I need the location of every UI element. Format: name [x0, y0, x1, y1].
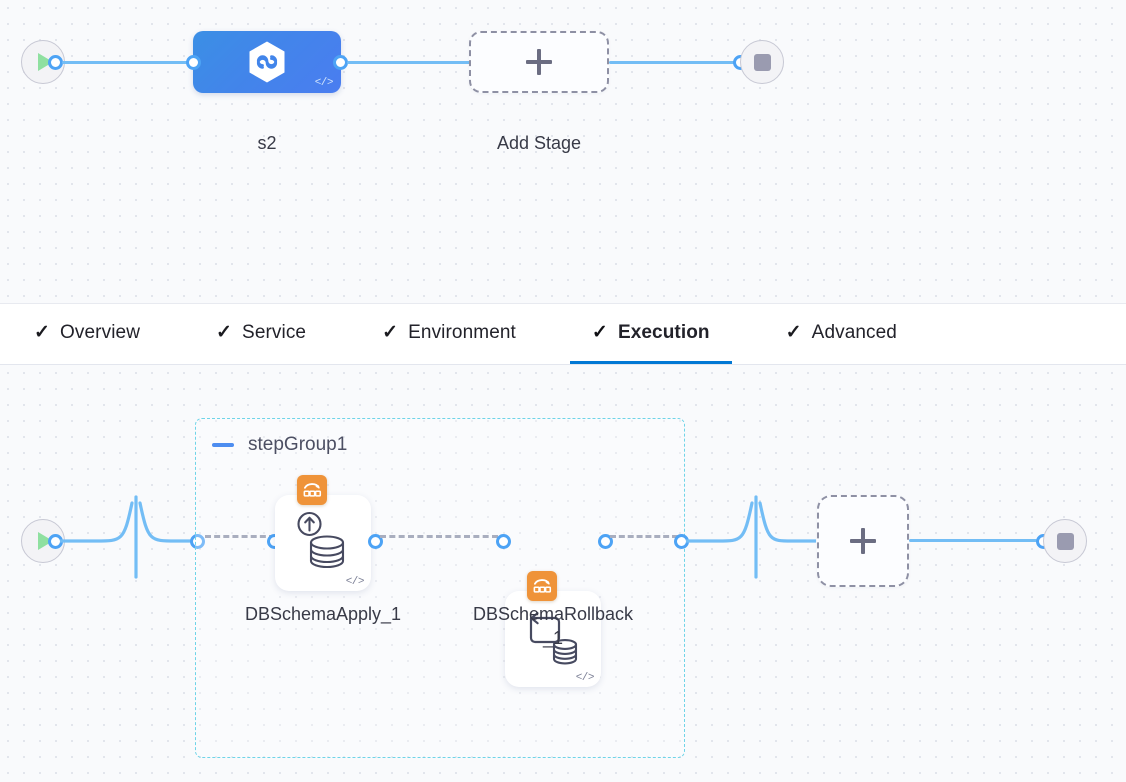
check-icon: ✓ [216, 322, 233, 343]
tab-execution-label: Execution [617, 321, 710, 343]
failure-strategy-icon[interactable] [527, 571, 557, 601]
stage-code-badge[interactable]: </> [314, 77, 334, 89]
stage-right-port[interactable] [333, 55, 348, 70]
plus-icon [526, 49, 552, 75]
execution-end-node[interactable] [1043, 519, 1087, 563]
database-rollback-icon [505, 605, 601, 671]
tab-advanced[interactable]: ✓ Advanced [764, 304, 919, 364]
stage-start-connector-dot[interactable] [48, 55, 63, 70]
group-link-step2-to-exit [610, 535, 678, 538]
stage-end-node[interactable] [740, 40, 784, 84]
step-group-header[interactable]: stepGroup1 [212, 434, 347, 456]
check-icon: ✓ [34, 322, 51, 343]
stop-icon [753, 53, 771, 71]
group-link-entry-to-step1 [205, 535, 275, 538]
step-group-title: stepGroup1 [248, 434, 348, 455]
database-upload-icon [275, 509, 371, 575]
tab-overview-label: Overview [60, 321, 141, 343]
stage-node-label-s2: s2 [257, 133, 277, 153]
execution-link-group-to-addstep [686, 493, 816, 585]
check-icon: ✓ [785, 322, 802, 343]
tab-overview[interactable]: ✓ Overview [12, 304, 162, 364]
check-icon: ✓ [382, 322, 399, 343]
execution-group-entry-dot[interactable] [190, 534, 205, 549]
tab-environment[interactable]: ✓ Environment [360, 304, 538, 364]
step-node-DBSchemaApply_1[interactable]: </> [275, 475, 371, 591]
group-link-step1-to-step2 [380, 535, 498, 538]
stage-link-start-to-s2 [62, 61, 202, 64]
step1-code-badge[interactable]: </> [345, 576, 365, 588]
tab-execution[interactable]: ✓ Execution [569, 304, 732, 364]
step2-right-port[interactable] [598, 534, 613, 549]
execution-graph-canvas[interactable]: stepGroup1 [0, 365, 1126, 782]
stop-icon [1056, 532, 1074, 550]
step-label-DBSchemaRollback_1: DBSchemaRollback_1 [472, 604, 634, 648]
tab-advanced-label: Advanced [811, 321, 897, 343]
step-group-stepGroup1[interactable] [195, 418, 685, 758]
stage-config-tabs[interactable]: ✓ Overview ✓ Service ✓ Environment ✓ Exe… [0, 304, 1126, 365]
stage-link-add-to-end [609, 61, 744, 64]
plus-icon [850, 528, 876, 554]
stage-node-s2[interactable]: </> [193, 31, 341, 93]
step2-left-port[interactable] [496, 534, 511, 549]
step2-code-badge[interactable]: </> [575, 672, 595, 684]
minus-icon[interactable] [212, 443, 234, 447]
tab-environment-label: Environment [408, 321, 516, 343]
harness-cd-hexagon-icon [247, 40, 287, 84]
step-label-DBSchemaApply_1: DBSchemaApply_1 [244, 604, 402, 624]
stage-link-s2-to-add [347, 61, 472, 64]
failure-strategy-icon[interactable] [297, 475, 327, 505]
tab-service[interactable]: ✓ Service [194, 304, 328, 364]
execution-link-addstep-to-end [909, 539, 1037, 542]
add-stage-button[interactable] [469, 31, 609, 93]
execution-link-start-to-group [60, 493, 200, 585]
stage-left-port[interactable] [186, 55, 201, 70]
check-icon: ✓ [591, 322, 608, 343]
add-stage-label: Add Stage [496, 133, 582, 153]
add-step-button[interactable] [817, 495, 909, 587]
step1-right-port[interactable] [368, 534, 383, 549]
step-node-DBSchemaRollback_1[interactable]: </> [505, 571, 601, 687]
stage-graph-canvas[interactable]: </> s2 Add Stage [0, 0, 1126, 304]
tab-service-label: Service [242, 321, 307, 343]
